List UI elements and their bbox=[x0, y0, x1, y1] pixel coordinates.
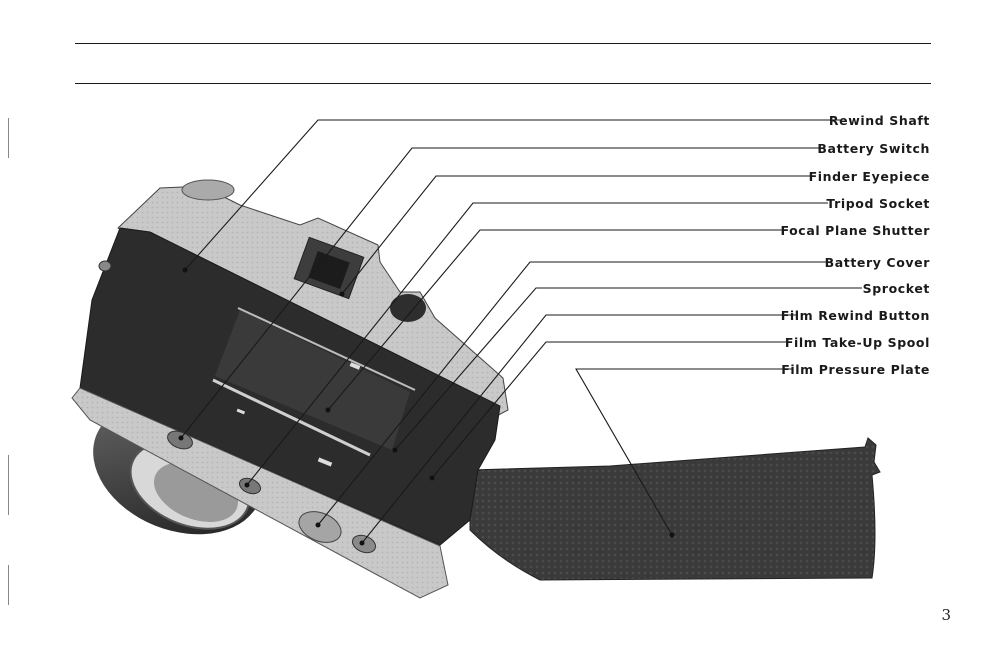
label-battery-switch: Battery Switch bbox=[817, 141, 930, 156]
label-sprocket: Sprocket bbox=[863, 281, 930, 296]
label-film-rewind-button: Film Rewind Button bbox=[781, 308, 930, 323]
label-tripod-socket: Tripod Socket bbox=[826, 196, 930, 211]
page-number: 3 bbox=[941, 606, 951, 624]
label-film-take-up-spool: Film Take-Up Spool bbox=[785, 335, 930, 350]
label-battery-cover: Battery Cover bbox=[825, 255, 931, 270]
film-leader bbox=[470, 438, 880, 580]
strap-lug bbox=[99, 261, 111, 271]
label-finder-eyepiece: Finder Eyepiece bbox=[809, 169, 930, 184]
leader-finder-eyepiece bbox=[340, 176, 813, 297]
label-rewind-shaft: Rewind Shaft bbox=[829, 113, 930, 128]
callout-labels: Rewind Shaft Battery Switch Finder Eyepi… bbox=[780, 113, 930, 377]
label-focal-plane-shutter: Focal Plane Shutter bbox=[780, 223, 930, 238]
label-film-pressure-plate: Film Pressure Plate bbox=[781, 362, 930, 377]
